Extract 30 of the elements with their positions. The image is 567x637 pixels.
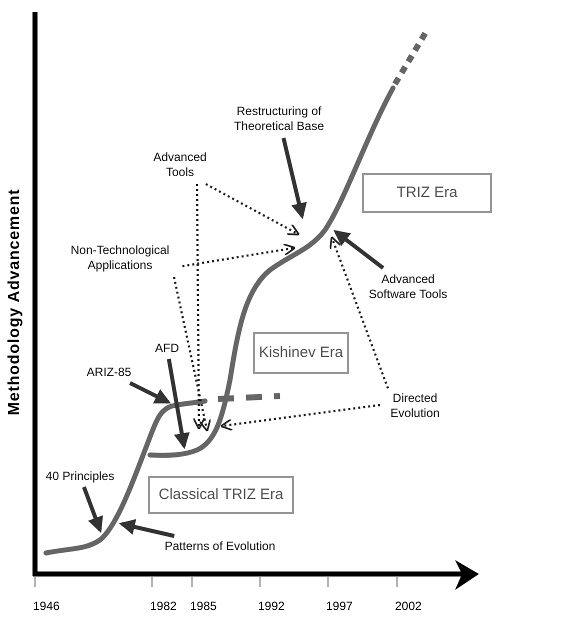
- annotation-text: 40 Principles: [36, 468, 124, 485]
- leader-arrow: [82, 486, 103, 533]
- annotation-text: ARIZ-85: [82, 364, 136, 381]
- annotation-text: AFD: [152, 340, 182, 357]
- dotted-leader-arrow: [220, 404, 380, 432]
- era-box: Classical TRIZ Era: [148, 476, 294, 514]
- year-tick-label: 1946: [33, 598, 60, 615]
- year-tick-label: 1982: [150, 598, 177, 615]
- leader-arrow: [333, 230, 384, 270]
- dotted-leader-arrow: [205, 183, 300, 236]
- annotation-text: Directed Evolution: [382, 389, 448, 423]
- annotation-text: Restructuring of Theoretical Base: [222, 102, 336, 136]
- annotation-text: Non-Technological Applications: [60, 241, 180, 275]
- year-tick-label: 2002: [395, 598, 422, 615]
- y-axis-title: Methodology Advancement: [5, 188, 24, 418]
- annotation-text: Advanced Tools: [146, 148, 214, 182]
- leader-arrow: [118, 519, 175, 538]
- dotted-leader-arrow: [172, 276, 212, 432]
- leader-arrow: [282, 138, 307, 220]
- annotation-text: Advanced Software Tools: [356, 270, 460, 304]
- dotted-leader-arrow: [329, 236, 389, 389]
- year-tick-label: 1985: [190, 598, 217, 615]
- year-tick-label: 1992: [258, 598, 285, 615]
- era-box: TRIZ Era: [362, 173, 492, 213]
- dotted-leader-arrow: [192, 184, 206, 430]
- annotation-text: Patterns of Evolution: [152, 538, 288, 555]
- leader-arrow: [166, 358, 190, 450]
- leader-arrow: [129, 381, 171, 404]
- year-tick-label: 1997: [326, 598, 353, 615]
- dotted-leader-arrow: [182, 243, 296, 268]
